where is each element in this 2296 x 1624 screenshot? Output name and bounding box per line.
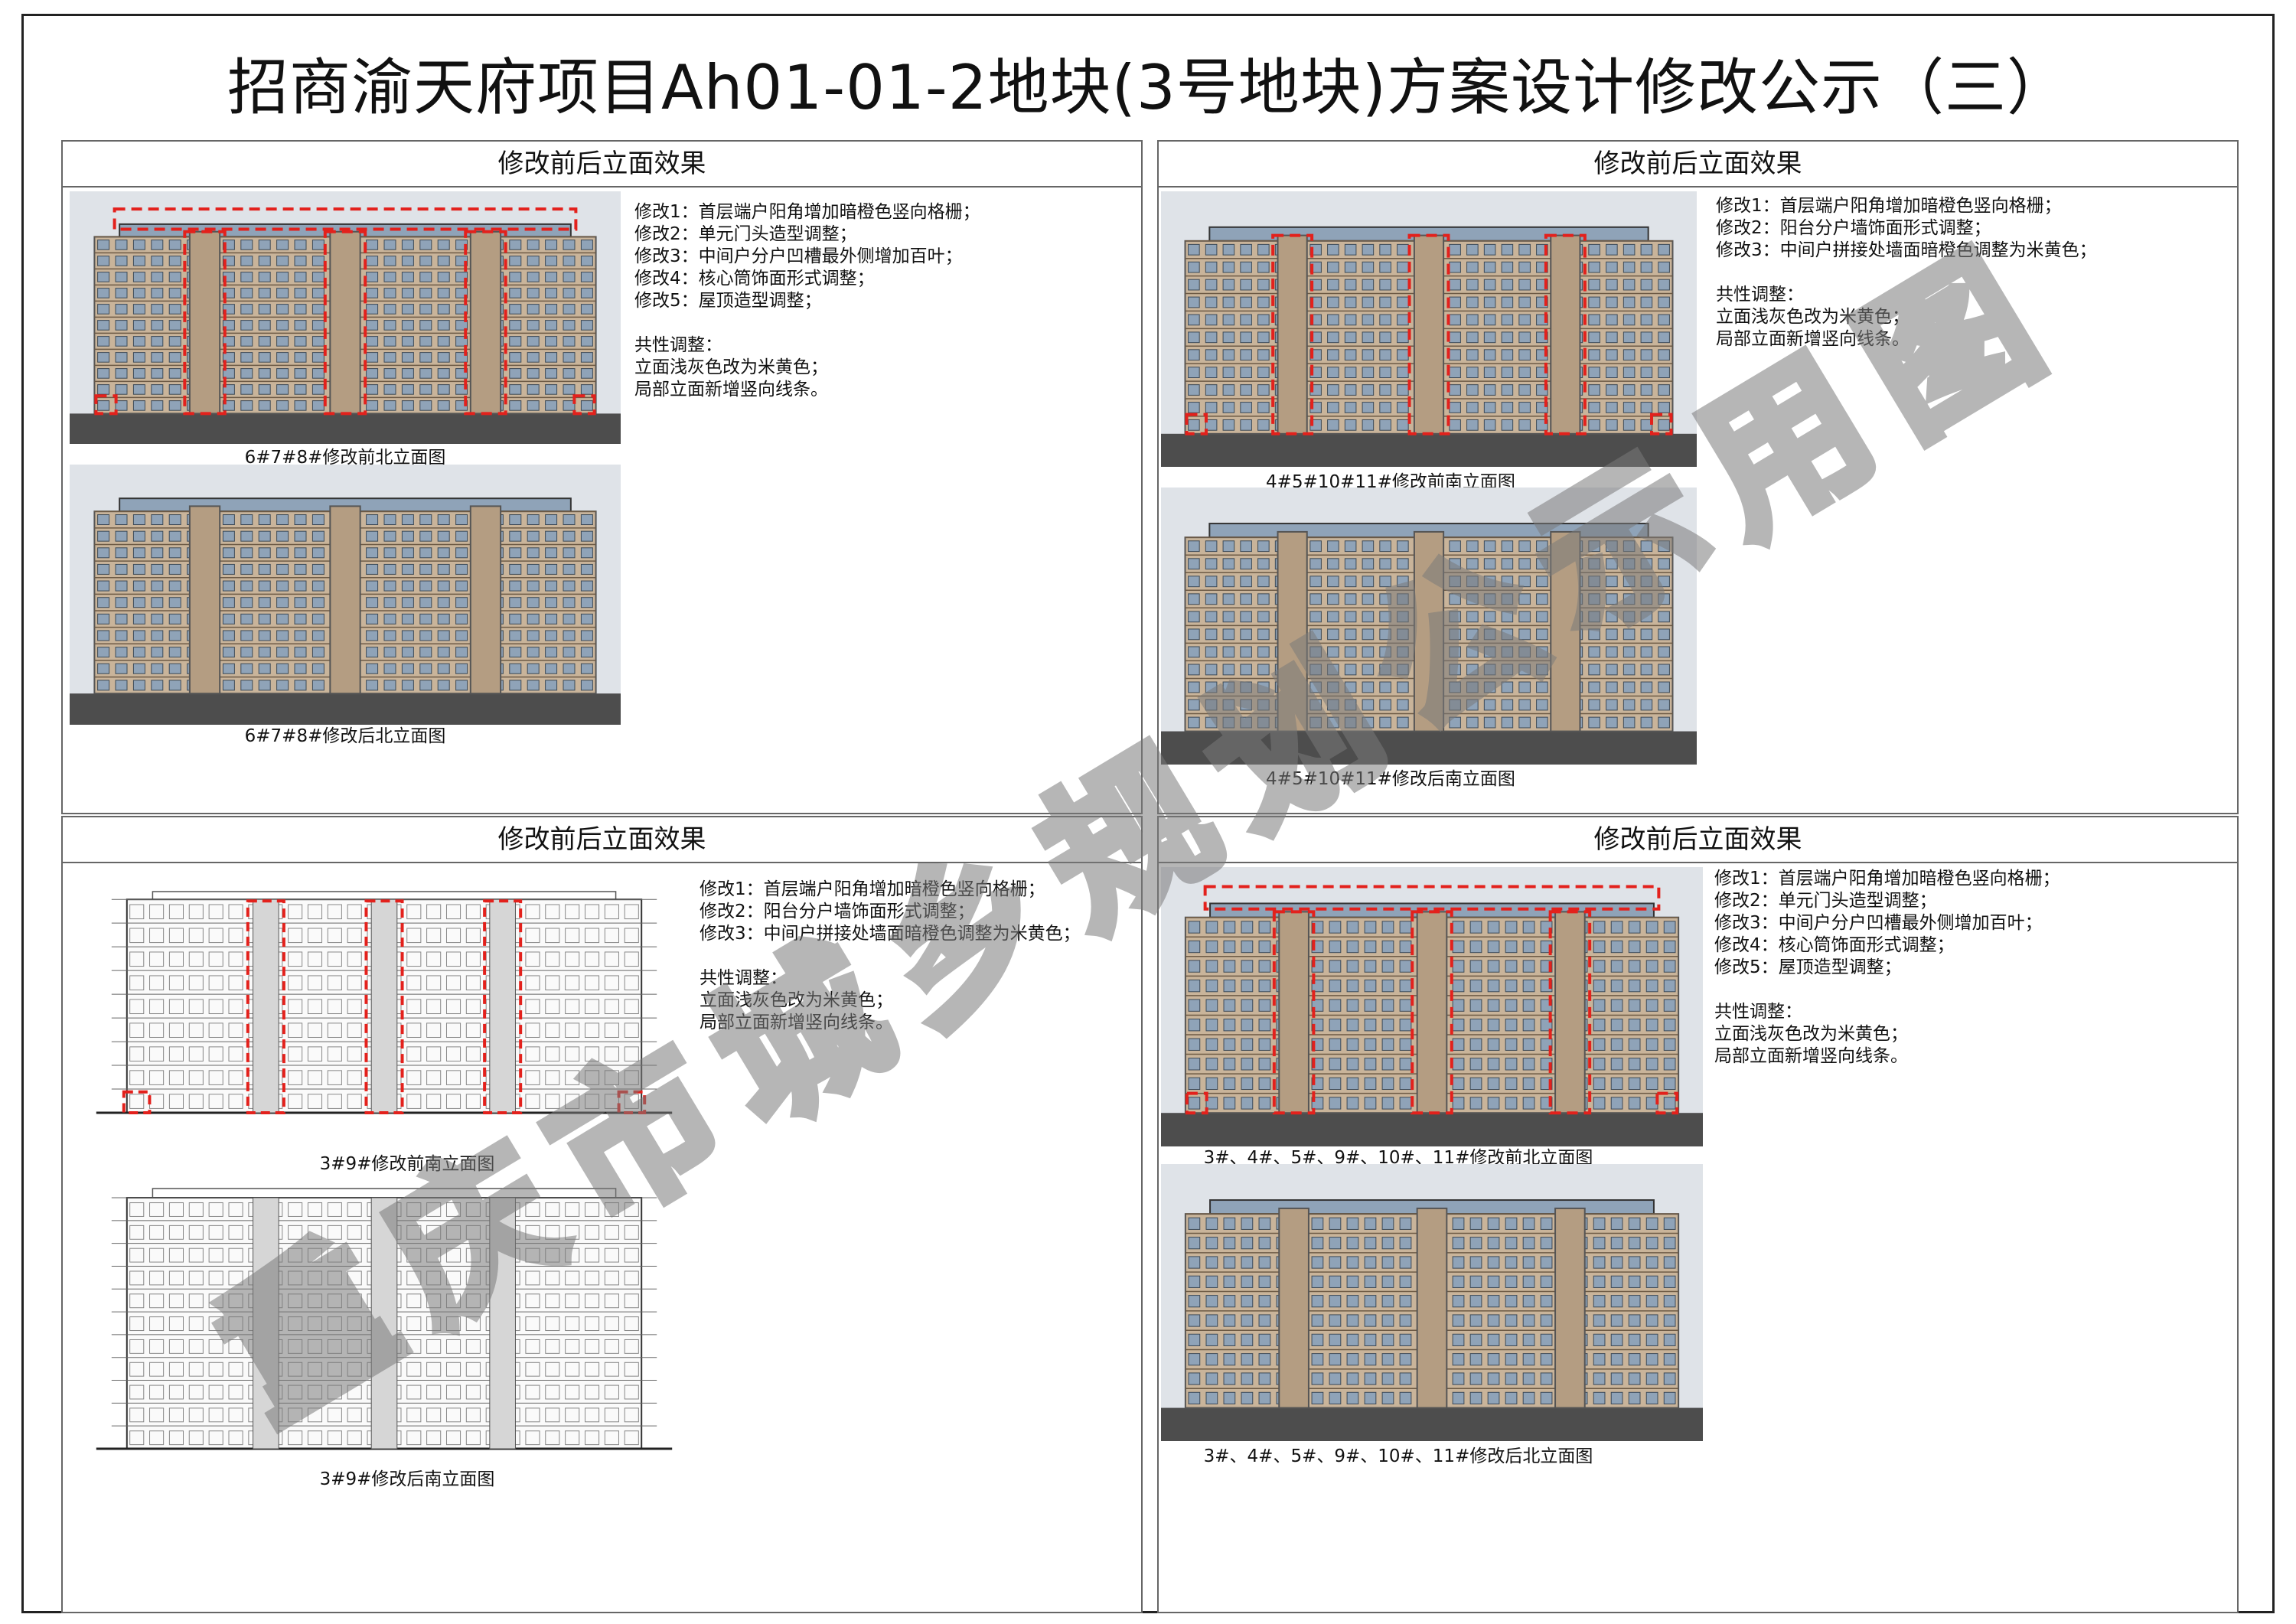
common-title: 共性调整： (1714, 1002, 1802, 1022)
figure-caption: 6#7#8#修改前北立面图 (244, 448, 446, 468)
panel-3-4-5-9-10-11: 修改前后立面效果 3#、4#、5#、9#、10#、11#修改前北立面图 3#、4… (1157, 816, 2239, 1613)
common-item: 立面浅灰色改为米黄色； (634, 357, 828, 377)
elevation-svg (1161, 1164, 1703, 1441)
figure-caption: 3#9#修改后南立面图 (319, 1469, 495, 1489)
common-title: 共性调整： (634, 335, 722, 355)
figure-caption: 3#、4#、5#、9#、10#、11#修改后北立面图 (1203, 1446, 1593, 1466)
note-item: 修改5：屋顶造型调整； (634, 291, 822, 311)
elevation-render (70, 465, 621, 725)
elevation-svg (1161, 488, 1697, 765)
note-item: 修改2：阳台分户墙饰面形式调整； (700, 902, 975, 921)
sheet-border (21, 14, 2275, 1613)
note-item: 修改4：核心筒饰面形式调整； (634, 269, 875, 289)
figure-caption: 6#7#8#修改后北立面图 (244, 726, 446, 746)
panel-header: 修改前后立面效果 (1159, 817, 2237, 863)
page-title: 招商渝天府项目Ah01-01-2地块(3号地块)方案设计修改公示（三） (227, 52, 2069, 123)
elevation-render (1161, 1164, 1703, 1441)
figure-caption: 4#5#10#11#修改后南立面图 (1266, 769, 1515, 789)
elevation-svg (1161, 191, 1697, 467)
common-item: 局部立面新增竖向线条。 (700, 1013, 893, 1032)
note-item: 修改1：首层端户阳角增加暗橙色竖向格栅； (1716, 196, 2062, 216)
panel-6-7-8: 修改前后立面效果 6#7#8#修改前北立面图 6#7#8#修改后北立面图 修改1… (61, 140, 1143, 814)
modification-notes: 修改1：首层端户阳角增加暗橙色竖向格栅； 修改2：单元门头造型调整； 修改3：中… (634, 201, 1132, 401)
note-item: 修改2：单元门头造型调整； (634, 224, 857, 244)
common-item: 局部立面新增竖向线条。 (1714, 1046, 1908, 1066)
note-item: 修改1：首层端户阳角增加暗橙色竖向格栅； (700, 879, 1045, 899)
common-item: 立面浅灰色改为米黄色； (1716, 307, 1910, 327)
common-title: 共性调整： (1716, 285, 1804, 305)
elevation-drawing (70, 1173, 698, 1479)
panel-header: 修改前后立面效果 (1159, 142, 2237, 188)
elevation-render (1161, 488, 1697, 765)
note-item: 修改3：中间户分户凹槽最外侧增加百叶； (1714, 913, 2043, 933)
elevation-render (70, 191, 621, 444)
common-title: 共性调整： (700, 968, 788, 988)
modification-notes: 修改1：首层端户阳角增加暗橙色竖向格栅； 修改2：单元门头造型调整； 修改3：中… (1714, 868, 2227, 1068)
common-item: 局部立面新增竖向线条。 (634, 380, 828, 399)
common-item: 局部立面新增竖向线条。 (1716, 329, 1910, 349)
panel-4-5-10-11: 修改前后立面效果 4#5#10#11#修改前南立面图 4#5#10#11#修改后… (1157, 140, 2239, 814)
elevation-render (1161, 867, 1703, 1146)
elevation-drawing (70, 879, 698, 1139)
note-item: 修改5：屋顶造型调整； (1714, 957, 1902, 977)
elevation-svg (1161, 867, 1703, 1146)
common-item: 立面浅灰色改为米黄色； (700, 990, 893, 1010)
elevation-render (1161, 191, 1697, 467)
note-item: 修改2：阳台分户墙饰面形式调整； (1716, 218, 1991, 238)
panel-3-9: 修改前后立面效果 3#9#修改前南立面图 3#9#修改后南立面图 修改1：首层端… (61, 816, 1143, 1613)
panel-header: 修改前后立面效果 (63, 142, 1141, 188)
note-item: 修改3：中间户拼接处墙面暗橙色调整为米黄色； (700, 924, 1081, 944)
elevation-svg (70, 191, 621, 444)
note-item: 修改1：首层端户阳角增加暗橙色竖向格栅； (1714, 869, 2060, 889)
note-item: 修改1：首层端户阳角增加暗橙色竖向格栅； (634, 202, 980, 222)
modification-notes: 修改1：首层端户阳角增加暗橙色竖向格栅； 修改2：阳台分户墙饰面形式调整； 修改… (1716, 195, 2229, 351)
common-item: 立面浅灰色改为米黄色； (1714, 1024, 1908, 1044)
note-item: 修改2：单元门头造型调整； (1714, 891, 1937, 911)
elevation-svg (96, 891, 673, 1114)
modification-notes: 修改1：首层端户阳角增加暗橙色竖向格栅； 修改2：阳台分户墙饰面形式调整； 修改… (700, 879, 1140, 1034)
note-item: 修改3：中间户拼接处墙面暗橙色调整为米黄色； (1716, 240, 2097, 260)
note-item: 修改4：核心筒饰面形式调整； (1714, 935, 1955, 955)
elevation-svg (96, 1188, 673, 1450)
note-item: 修改3：中间户分户凹槽最外侧增加百叶； (634, 246, 963, 266)
panel-header: 修改前后立面效果 (63, 817, 1141, 863)
elevation-svg (70, 465, 621, 725)
figure-caption: 3#9#修改前南立面图 (319, 1154, 495, 1174)
